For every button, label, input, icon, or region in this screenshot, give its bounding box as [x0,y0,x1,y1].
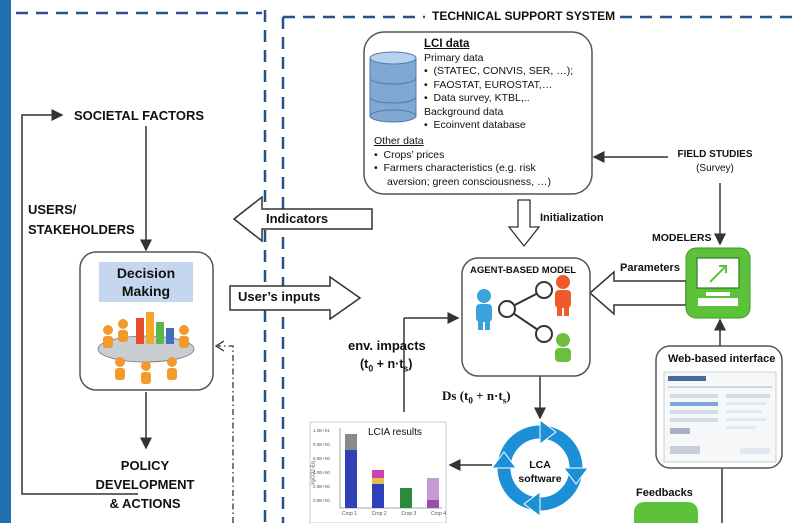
network-people-icon [476,275,571,362]
policy-line-1: POLICY [120,458,170,473]
feedbacks-green-icon [634,502,698,523]
lcia-y-tick: 0.0E+00 [313,498,330,503]
parameters-label: Parameters [620,262,680,274]
primary-item-3: • Data survey, KTBL,.. [424,92,530,104]
ds-time-label: Ds (t0 + n·ts) [442,388,511,406]
policy-line-3: & ACTIONS [109,496,181,511]
feedbacks-label: Feedbacks [636,487,693,499]
software-label: software [518,473,562,485]
feedback-loop-arrow [21,109,138,495]
lcia-x-label: Crop 3 [401,511,417,517]
policy-line-2: DEVELOPMENT [95,477,195,492]
users-inputs-label: User’s inputs [238,289,321,304]
lcia-y-tick: 1.0E+01 [313,428,330,433]
lcia-title: LCIA results [368,427,422,438]
field-studies-line-2: (Survey) [696,162,734,174]
primary-heading: Primary data [424,51,484,64]
modelers-label: MODELERS [652,232,712,244]
lcia-y-tick: 4.0E+00 [313,470,330,475]
lcia-y-ticks: 1.0E+01 8.0E+00 6.0E+00 4.0E+00 2.0E+00 … [313,424,330,508]
indicators-arrow [232,195,373,243]
background-item-1: • Ecoinvent database [424,119,526,131]
initialization-arrow [507,199,541,248]
decision-making-title: Decision Making [99,264,193,300]
cycle-arrows-icon [491,419,589,517]
primary-item-2: • FAOSTAT, EUROSTAT,… [424,78,553,91]
lcia-y-tick: 6.0E+00 [313,456,330,461]
stakeholders-label: STAKEHOLDERS [28,222,135,237]
lcia-x-label: Crop 4 [430,511,446,517]
primary-item-2-text: FAOSTAT, EUROSTAT,… [433,78,553,91]
lcia-y-tick: 8.0E+00 [313,442,330,447]
lcia-bars [345,434,439,508]
other-item-1: • Crops’ prices [374,148,445,161]
other-item-2: • Farmers characteristics (e.g. risk [374,162,536,174]
primary-item-3-text: Data survey, KTBL,.. [433,92,530,104]
lcia-x-label: Crop 2 [371,511,387,517]
making-label: Making [121,283,171,299]
lcia-y-label: kgCO2-Eq [310,461,317,485]
field-studies-line-1: FIELD STUDIES [677,149,753,160]
other-item-3: aversion; green consciousness, …) [387,175,551,188]
dashdot-arrowhead [214,340,225,352]
primary-item-1-text: (STATEC, CONVIS, SER, …); [433,65,574,77]
meeting-people-icon [97,312,195,384]
societal-factors-label: SOCIETAL FACTORS [74,108,205,123]
lcia-x-label: Crop 1 [342,511,358,517]
other-item-2-text: Farmers characteristics (e.g. risk [383,162,536,174]
other-data-text: Other data • Crops’ prices • Farmers cha… [374,135,589,189]
env-impacts-label: env. impacts [348,338,426,353]
left-blue-strip [0,0,11,523]
initialization-label: Initialization [540,212,604,224]
lcia-y-tick: 2.0E+00 [313,484,330,489]
users-stakeholders-label: USERS/ STAKEHOLDERS [28,200,135,240]
primary-item-1: • (STATEC, CONVIS, SER, …); [424,65,574,77]
field-studies-label: FIELD STUDIES (Survey) [660,148,770,175]
background-heading: Background data [424,105,504,118]
decision-label: Decision [116,265,176,281]
browser-screenshot-icon [663,371,777,463]
lcia-x-labels: Crop 1 Crop 2 Crop 3 Crop 4 [342,511,446,517]
decision-making-title-bg [99,262,193,302]
technical-support-title: TECHNICAL SUPPORT SYSTEM [428,9,620,23]
users-label: USERS/ [28,202,77,217]
other-item-1-text: Crops’ prices [383,148,445,161]
lci-data-box [363,31,593,195]
agent-based-model-box [461,257,591,377]
policy-label: POLICY DEVELOPMENT & ACTIONS [85,456,205,513]
lci-title: LCI data [424,38,470,50]
parameters-arrow [588,270,687,316]
dashdot-return-line [218,345,234,523]
background-item-1-text: Ecoinvent database [433,119,526,131]
env-time-label: (t0 + n·ts) [360,357,413,374]
users-inputs-arrow [229,275,362,321]
database-icon [369,51,417,123]
other-heading: Other data [374,135,424,147]
lci-data-text: LCI data Primary data • (STATEC, CONVIS,… [424,38,589,133]
lca-software-label: LCA software [510,458,570,486]
indicators-label: Indicators [266,211,329,226]
lca-label: LCA [529,459,551,471]
computer-monitor-icon [685,247,751,319]
agent-based-model-label: AGENT-BASED MODEL [470,265,577,276]
web-interface-label: Web-based interface [668,353,776,365]
